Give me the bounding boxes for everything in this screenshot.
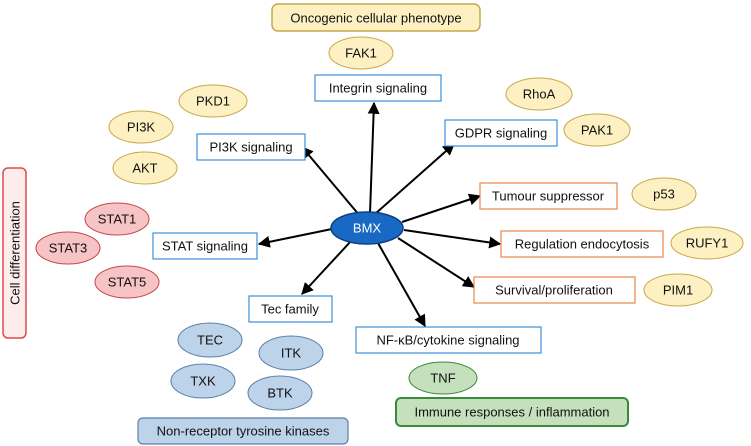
protein-pak1: PAK1 <box>563 113 631 147</box>
pathway-gdpr-label: GDPR signaling <box>455 126 548 141</box>
protein-txk-label: TXK <box>190 374 216 389</box>
protein-stat5-label: STAT5 <box>108 275 147 290</box>
protein-rhoa: RhoA <box>505 77 573 111</box>
protein-pi3k-label: PI3K <box>127 120 156 135</box>
pathway-stat: STAT signaling <box>152 232 258 260</box>
protein-pim1-label: PIM1 <box>663 283 693 298</box>
arrow-gdpr <box>374 143 455 215</box>
pathway-integrin-label: Integrin signaling <box>329 81 427 96</box>
pathway-endocytosis: Regulation endocytosis <box>500 230 664 258</box>
protein-tec: TEC <box>177 322 243 358</box>
pathway-tumour: Tumour suppressor <box>479 182 618 210</box>
protein-pim1: PIM1 <box>643 273 713 307</box>
arrow-stat <box>257 228 333 248</box>
arrow-tec <box>301 239 353 295</box>
protein-fak1: FAK1 <box>328 36 394 70</box>
protein-pkd1-label: PKD1 <box>196 94 230 109</box>
protein-rhoa-label: RhoA <box>523 87 556 102</box>
pathway-integrin: Integrin signaling <box>314 74 442 102</box>
pathway-tec: Tec family <box>248 295 333 323</box>
protein-pak1-label: PAK1 <box>581 123 613 138</box>
protein-stat5: STAT5 <box>94 265 160 299</box>
protein-rufy1: RUFY1 <box>670 226 744 260</box>
arrow-integrin <box>367 101 380 214</box>
protein-stat1-label: STAT1 <box>98 212 137 227</box>
protein-stat3: STAT3 <box>35 231 101 265</box>
category-kinases: Non-receptor tyrosine kinases <box>137 417 349 445</box>
category-differentiation: Cell differentiation <box>2 167 27 339</box>
protein-p53: p53 <box>631 177 697 211</box>
arrow-survival <box>397 237 476 288</box>
pathway-survival-label: Survival/proliferation <box>495 283 613 298</box>
pathway-nfkb: NF-κB/cytokine signaling <box>355 326 542 354</box>
arrow-nfkb <box>377 242 426 328</box>
pathway-stat-label: STAT signaling <box>162 239 248 254</box>
pathway-endocytosis-label: Regulation endocytosis <box>515 237 650 252</box>
protein-pkd1: PKD1 <box>178 84 248 118</box>
center-node-bmx: BMX <box>330 211 404 245</box>
pathway-survival: Survival/proliferation <box>473 276 636 304</box>
protein-tnf: TNF <box>408 361 478 395</box>
protein-akt: AKT <box>112 151 178 185</box>
pathway-tec-label: Tec family <box>261 302 319 317</box>
category-oncogenic: Oncogenic cellular phenotype <box>271 3 481 32</box>
protein-tnf-label: TNF <box>430 371 455 386</box>
category-immune: Immune responses / inflammation <box>395 397 629 427</box>
pathway-tumour-label: Tumour suppressor <box>492 189 605 204</box>
pathway-nfkb-label: NF-κB/cytokine signaling <box>376 333 519 348</box>
protein-itk: ITK <box>258 335 324 371</box>
protein-itk-label: ITK <box>281 346 302 361</box>
arrow-endocytosis <box>403 229 502 249</box>
protein-stat3-label: STAT3 <box>49 241 88 256</box>
category-oncogenic-label: Oncogenic cellular phenotype <box>290 11 461 26</box>
protein-p53-label: p53 <box>653 187 675 202</box>
arrow-pi3k <box>301 146 361 217</box>
protein-akt-label: AKT <box>132 161 157 176</box>
pathway-pi3k: PI3K signaling <box>196 133 306 161</box>
arrows <box>257 101 502 328</box>
protein-rufy1-label: RUFY1 <box>686 236 729 251</box>
protein-fak1-label: FAK1 <box>345 46 377 61</box>
category-differentiation-label: Cell differentiation <box>8 201 23 305</box>
arrow-tumour <box>401 193 482 223</box>
protein-btk: BTK <box>247 375 313 411</box>
center-node-label: BMX <box>353 221 382 236</box>
protein-tec-label: TEC <box>197 333 223 348</box>
protein-pi3k: PI3K <box>108 110 174 144</box>
category-immune-label: Immune responses / inflammation <box>414 405 609 420</box>
pathway-pi3k-label: PI3K signaling <box>209 140 292 155</box>
protein-stat1: STAT1 <box>84 202 150 236</box>
pathway-gdpr: GDPR signaling <box>444 119 558 147</box>
protein-txk: TXK <box>170 363 236 399</box>
protein-btk-label: BTK <box>267 386 293 401</box>
category-kinases-label: Non-receptor tyrosine kinases <box>157 424 330 439</box>
